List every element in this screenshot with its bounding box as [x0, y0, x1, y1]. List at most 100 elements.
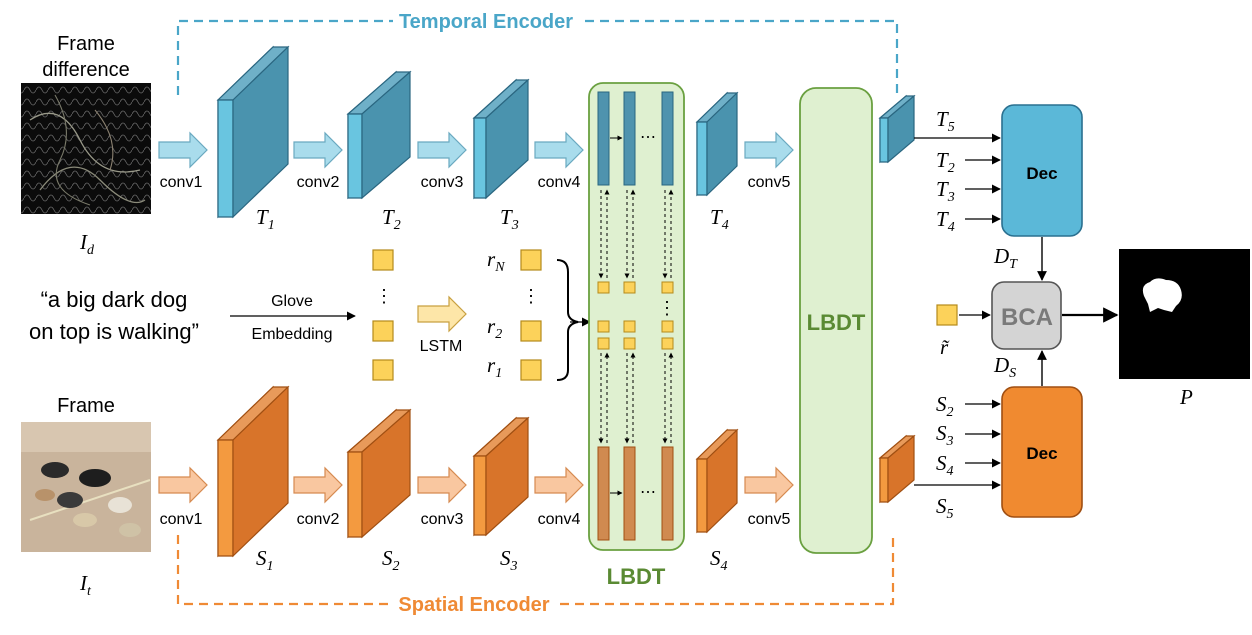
spatial-arrows [158, 466, 794, 504]
t4-block [695, 91, 739, 197]
t1-block [216, 45, 290, 219]
dec-bottom-s2: S2 [936, 392, 954, 420]
t3-label: T3 [500, 205, 519, 233]
dec-top-t4: T4 [936, 207, 955, 235]
dec-top-t3: T3 [936, 177, 955, 205]
lbdt-token-vdots: ⋮ [658, 298, 676, 318]
frame-difference-image [21, 83, 151, 214]
lbdt-bottom-col-2 [623, 446, 636, 541]
word-box-2 [372, 320, 394, 342]
output-mask-image [1119, 249, 1250, 379]
dt-label: DT [993, 244, 1018, 272]
arrow-s-conv3 [417, 466, 467, 504]
bca-box [991, 281, 1062, 350]
t-conv1-label: conv1 [160, 174, 203, 191]
s1-block [216, 385, 290, 558]
s-conv1-label: conv1 [160, 511, 203, 528]
temporal-arrows [158, 131, 794, 169]
lbdt-bottom-col-1 [597, 446, 610, 541]
rN-box [520, 249, 542, 271]
lbdt-top-hdots: ⋯ [640, 129, 656, 146]
glove-label: Glove [271, 293, 313, 310]
dec-top-inputs [914, 133, 1001, 224]
sentence-line2: on top is walking” [29, 319, 199, 344]
p-label: P [1179, 385, 1193, 409]
sentence-line1: “a big dark dog [41, 287, 188, 312]
r1-label: r1 [487, 353, 502, 381]
r1-box [520, 359, 542, 381]
s-conv3-label: conv3 [421, 511, 464, 528]
dec-top-label: Dec [1026, 164, 1057, 183]
t3-block [472, 78, 530, 200]
id-label: Id [79, 230, 95, 258]
dec-bottom-box [1001, 386, 1083, 518]
t1-label: T1 [256, 205, 275, 233]
t-conv3-label: conv3 [421, 174, 464, 191]
dec-bottom-s3: S3 [936, 421, 954, 449]
t2-block [346, 70, 412, 200]
t-conv4-label: conv4 [538, 174, 581, 191]
r-tilde-label: r̃ [940, 335, 950, 359]
word-box-1 [372, 249, 394, 271]
it-label: It [79, 571, 92, 599]
arrow-t-conv4 [534, 131, 584, 169]
temporal-encoder-frame: Temporal Encoder [176, 11, 899, 95]
spatial-encoder-title: Spatial Encoder [398, 594, 549, 616]
rN-label: rN [487, 247, 505, 275]
arrow-t-conv2 [293, 131, 343, 169]
s3-label: S3 [500, 546, 518, 574]
t5-block [878, 94, 916, 164]
t-conv2-label: conv2 [297, 174, 340, 191]
lbdt-big-module [799, 87, 873, 554]
ds-label: DS [993, 353, 1016, 381]
dec-top-t5: T5 [936, 107, 955, 135]
word-box-3 [372, 359, 394, 381]
embedding-label: Embedding [252, 326, 333, 343]
s2-block [346, 408, 412, 539]
lbdt-top-col-2 [623, 91, 636, 186]
t-conv5-label: conv5 [748, 174, 791, 191]
r-vdots: ⋮ [522, 286, 540, 306]
lbdt-big-label: LBDT [807, 310, 866, 335]
dec-bottom-label: Dec [1026, 444, 1057, 463]
r2-label: r2 [487, 314, 502, 342]
word-brace [556, 259, 579, 381]
dec-top-box [1001, 104, 1083, 237]
arrow-t-conv3 [417, 131, 467, 169]
dec-bottom-s4: S4 [936, 451, 954, 479]
s5-block [878, 434, 916, 504]
s3-block [472, 416, 530, 537]
arrow-s-conv1 [158, 466, 208, 504]
frame-label: Frame [57, 395, 115, 417]
r2-box [520, 320, 542, 342]
word-vdots: ⋮ [375, 286, 393, 306]
s-conv2-label: conv2 [297, 511, 340, 528]
lbdt-bottom-col-3 [661, 446, 674, 541]
lbdt-top-col-1 [597, 91, 610, 186]
frame-difference-label-line2: difference [42, 59, 129, 81]
frame-difference-label-line1: Frame [57, 33, 115, 55]
dec-bottom-s5: S5 [936, 494, 954, 522]
s-conv5-label: conv5 [748, 511, 791, 528]
lbdt-inner-label: LBDT [607, 564, 666, 589]
s-conv4-label: conv4 [538, 511, 581, 528]
arrow-s-conv4 [534, 466, 584, 504]
arrow-t-conv1 [158, 131, 208, 169]
word-embedding-column [372, 249, 394, 381]
arrow-s-conv2 [293, 466, 343, 504]
s2-label: S2 [382, 546, 400, 574]
s4-block [695, 428, 739, 534]
lstm-arrow [417, 295, 467, 333]
lbdt-top-col-3 [661, 91, 674, 186]
lbdt-bottom-hdots: ⋯ [640, 484, 656, 501]
r-tilde-box [936, 304, 958, 326]
arrow-s-conv5 [744, 466, 794, 504]
t4-label: T4 [710, 205, 729, 233]
s1-label: S1 [256, 546, 274, 574]
bca-label: BCA [1001, 304, 1053, 331]
dec-bottom-inputs [914, 399, 1001, 490]
lstm-label: LSTM [420, 338, 463, 355]
arrow-t-conv5 [744, 131, 794, 169]
s4-label: S4 [710, 546, 728, 574]
